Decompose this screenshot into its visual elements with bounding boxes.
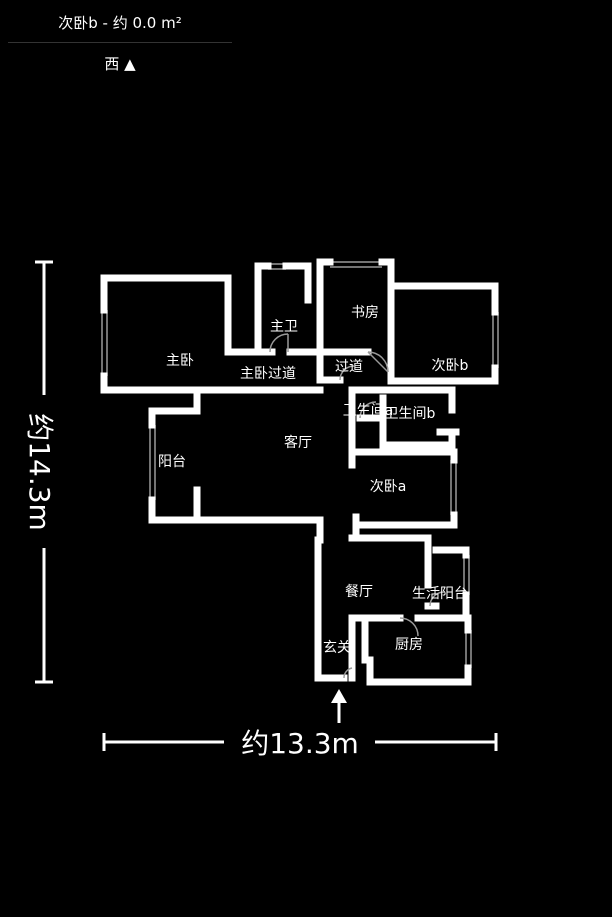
- room-master-corridor: 主卧过道: [240, 366, 296, 382]
- room-utility-balcony: 生活阳台: [412, 586, 468, 602]
- height-dimension: [35, 260, 53, 684]
- room-kitchen: 厨房: [395, 637, 423, 653]
- walls: [100, 258, 499, 686]
- room-entrance: 玄关: [323, 639, 351, 656]
- width-label: 约13.3m: [241, 727, 359, 760]
- room-master-bath: 主卫: [270, 319, 298, 335]
- room-dining-room: 餐厅: [345, 584, 373, 600]
- room-study: 书房: [351, 305, 379, 321]
- entrance-arrow-icon: [331, 689, 347, 723]
- header-divider: [8, 42, 232, 43]
- room-bathroom-a: 卫生间a: [343, 403, 394, 419]
- room-title: 次卧b - 约 0.0 m²: [58, 14, 182, 32]
- room-master-bedroom: 主卧: [166, 353, 194, 369]
- width-dimension: [102, 733, 498, 751]
- room-bedroom-b: 次卧b: [432, 358, 469, 374]
- doors: [269, 333, 445, 679]
- height-label: 约14.3m: [23, 413, 56, 531]
- room-balcony: 阳台: [158, 454, 186, 470]
- room-bedroom-a: 次卧a: [370, 479, 407, 495]
- room-living-room: 客厅: [284, 434, 312, 451]
- room-corridor: 过道: [335, 359, 363, 375]
- compass-indicator: 西 ▲: [104, 55, 136, 73]
- windows: [101, 261, 499, 668]
- room-bathroom-b: 卫生间b: [385, 406, 436, 422]
